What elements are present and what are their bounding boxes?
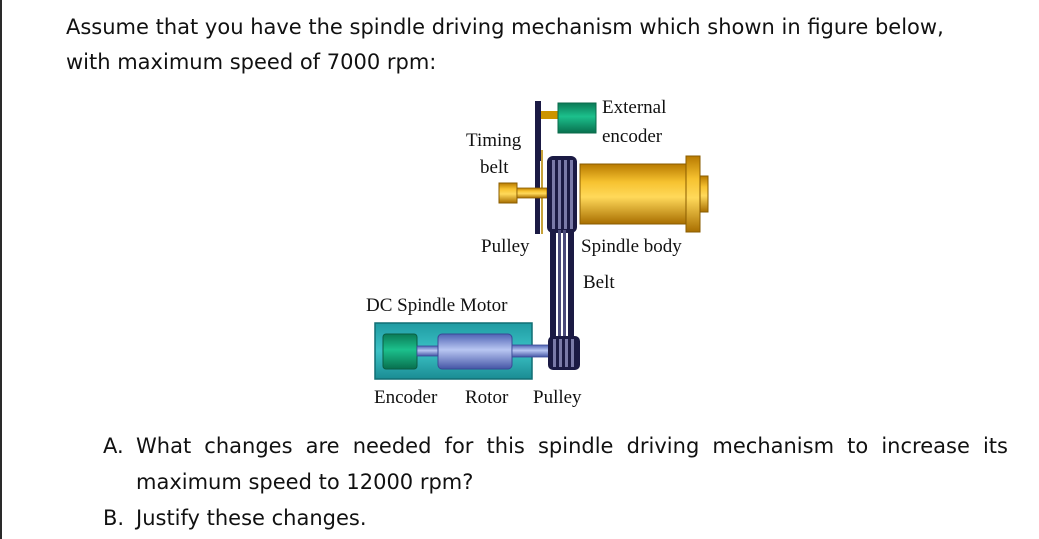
label-pulley-bottom: Pulley xyxy=(533,387,582,408)
spindle-end xyxy=(498,182,548,204)
question-text: Justify these changes. xyxy=(136,506,367,530)
question-list: A. What changes are needed for this spin… xyxy=(103,428,1008,536)
spindle-end-cap xyxy=(498,182,518,204)
label-belt: Belt xyxy=(583,272,615,293)
external-encoder-body xyxy=(557,102,597,134)
label-spindle-body: Spindle body xyxy=(581,236,682,257)
label-encoder: encoder xyxy=(602,126,663,147)
motor-encoder xyxy=(382,333,418,370)
problem-statement: Assume that you have the spindle driving… xyxy=(66,10,1006,80)
label-dc-spindle-motor: DC Spindle Motor xyxy=(366,295,508,316)
label-timing: Timing xyxy=(466,130,522,151)
label-timing-belt: belt xyxy=(480,157,509,178)
motor-output-shaft xyxy=(511,344,551,358)
label-rotor: Rotor xyxy=(465,387,509,408)
drive-belt xyxy=(550,230,574,348)
intro-line-1: Assume that you have the spindle driving… xyxy=(66,15,944,39)
motor-pulley xyxy=(548,336,580,370)
question-text: What changes are needed for this spindle… xyxy=(136,434,1008,494)
page-left-border xyxy=(0,0,2,539)
spindle-body-flange xyxy=(685,155,701,233)
question-letter: B. xyxy=(103,506,125,530)
spindle-end-shaft xyxy=(516,187,548,199)
motor-encoder-shaft xyxy=(416,345,440,357)
question-item: A. What changes are needed for this spin… xyxy=(103,428,1008,500)
encoder-bracket xyxy=(535,101,541,161)
spindle-body xyxy=(579,155,709,233)
question-letter: A. xyxy=(103,434,124,458)
label-encoder-bottom: Encoder xyxy=(374,387,438,408)
spindle-body-nose xyxy=(699,175,709,213)
intro-line-2: with maximum speed of 7000 rpm: xyxy=(66,50,437,74)
encoder-shaft xyxy=(541,111,559,119)
motor-rotor xyxy=(437,333,513,370)
dc-spindle-motor xyxy=(374,322,551,380)
label-external: External xyxy=(602,97,666,118)
spindle-body-main xyxy=(579,163,687,225)
label-pulley: Pulley xyxy=(481,236,530,257)
question-item: B. Justify these changes. xyxy=(103,500,1008,536)
external-encoder xyxy=(535,101,597,161)
spindle-pulley xyxy=(547,156,577,233)
